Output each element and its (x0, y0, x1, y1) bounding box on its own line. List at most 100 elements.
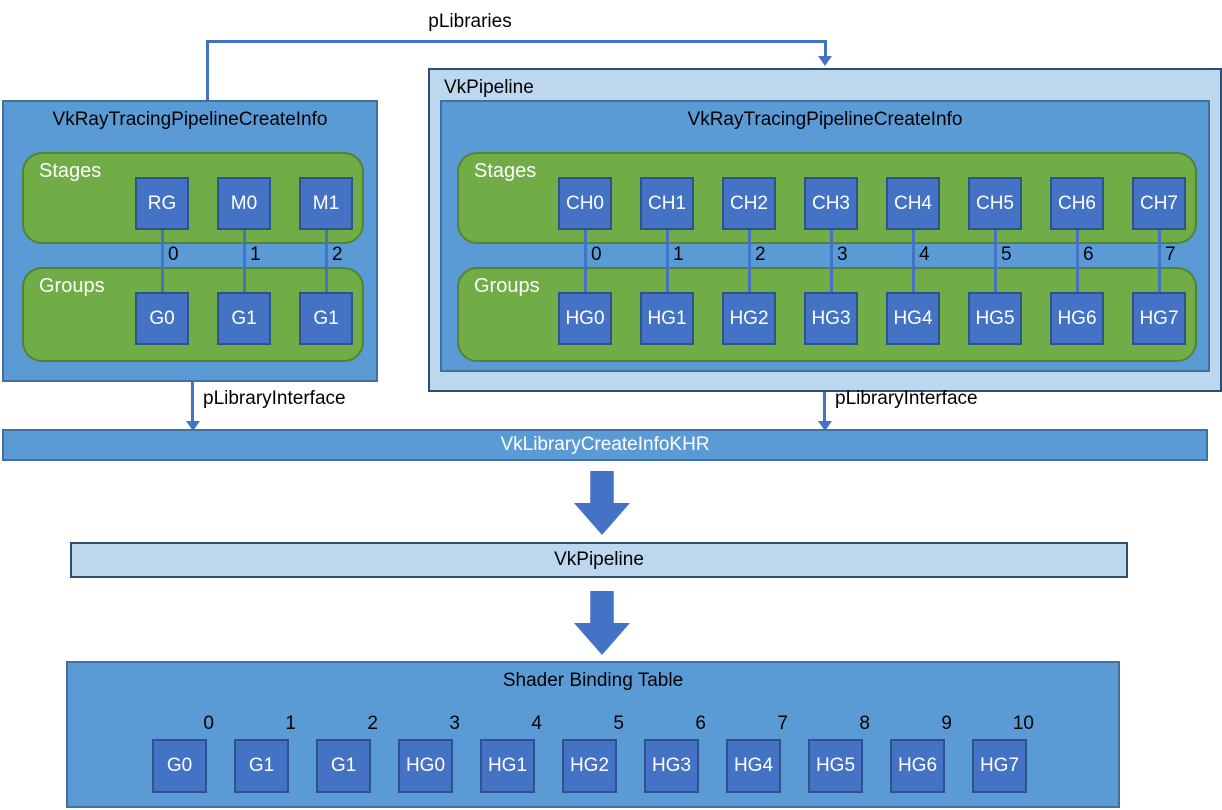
sbt-cell-square: HG0 (398, 739, 453, 793)
group-square-label: HG7 (1139, 307, 1179, 329)
stage-group-connector: 1 (217, 230, 271, 292)
library-box-title: VkRayTracingPipelineCreateInfo (52, 109, 328, 130)
stage-square-label: M0 (230, 192, 258, 214)
stage-group-connector: 1 (640, 230, 694, 292)
sbt-cell-square: HG7 (972, 739, 1027, 793)
stage-square: CH2 (722, 177, 776, 230)
sbt-cell-index: 7 (777, 713, 788, 734)
sbt-cell-index: 1 (285, 713, 296, 734)
pipeline-interface-label: pLibraryInterface (835, 388, 978, 409)
plibraries-label: pLibraries (428, 11, 512, 32)
pipeline-result-label: VkPipeline (554, 549, 644, 570)
group-index-label: 6 (1083, 244, 1094, 265)
stage-group-connector: 6 (1050, 230, 1104, 292)
sbt-cell-index: 10 (1012, 713, 1034, 734)
sbt-cell-square: G1 (234, 739, 289, 793)
stage-square: CH5 (968, 177, 1022, 230)
shader-column: M1 2 G1 (299, 177, 353, 345)
down-block-arrow-icon (574, 471, 630, 535)
sbt-cell-label: HG2 (569, 755, 610, 776)
stage-square-label: CH3 (811, 192, 850, 214)
group-index-label: 2 (755, 244, 766, 265)
shader-column: RG 0 G0 (135, 177, 189, 345)
connector-line (160, 230, 164, 292)
stage-square-label: CH2 (729, 192, 768, 214)
library-interface-arrow-line (191, 382, 194, 423)
sbt-cell-index: 5 (613, 713, 624, 734)
sbt-cell-label: G1 (248, 755, 275, 776)
stage-group-connector: 3 (804, 230, 858, 292)
shader-column: CH0 0 HG0 (558, 177, 612, 345)
group-square-label: HG6 (1057, 307, 1097, 329)
sbt-cell: 4 HG1 (480, 713, 542, 793)
group-index-label: 4 (919, 244, 930, 265)
sbt-cell: 7 HG4 (726, 713, 788, 793)
group-square: HG2 (722, 292, 776, 345)
sbt-cell-square: HG4 (726, 739, 781, 793)
group-square-label: G1 (231, 307, 257, 329)
connector-line (665, 230, 669, 292)
stage-group-connector: 5 (968, 230, 1022, 292)
pipeline-interface-arrow-line (823, 392, 826, 423)
group-square-label: HG1 (647, 307, 687, 329)
group-index-label: 0 (168, 244, 179, 265)
library-createinfo-khr-bar: VkLibraryCreateInfoKHR (2, 429, 1208, 461)
pipeline-container-box: VkPipeline VkRayTracingPipelineCreateInf… (428, 68, 1222, 392)
sbt-cell-label: HG4 (733, 755, 774, 776)
stage-square-label: CH6 (1057, 192, 1096, 214)
sbt-cell: 0 G0 (152, 713, 214, 793)
stage-square-label: CH7 (1139, 192, 1178, 214)
sbt-cell-index: 0 (203, 713, 214, 734)
connector-line (747, 230, 751, 292)
library-stages-label: Stages (39, 160, 102, 182)
stage-square-label: CH0 (565, 192, 604, 214)
sbt-cell-label: HG3 (651, 755, 692, 776)
sbt-cell-index: 6 (695, 713, 706, 734)
group-square: G1 (299, 292, 353, 345)
group-square: HG7 (1132, 292, 1186, 345)
pipeline-stages-label: Stages (474, 160, 537, 182)
sbt-cell: 10 HG7 (972, 713, 1034, 793)
plibraries-connector-right-segment (824, 40, 827, 57)
sbt-cell: 8 HG5 (808, 713, 870, 793)
pipeline-createinfo-title: VkRayTracingPipelineCreateInfo (687, 109, 963, 130)
plibraries-connector-horizontal-segment (206, 40, 827, 43)
sbt-cell-label: HG5 (815, 755, 856, 776)
sbt-cell-square: G1 (316, 739, 371, 793)
shader-binding-table-cells: 0 G0 1 G1 2 G1 3 HG0 4 (152, 713, 1034, 793)
group-square-label: G1 (313, 307, 339, 329)
library-interface-label: pLibraryInterface (203, 388, 346, 409)
connector-line (1157, 230, 1161, 292)
library-interface-arrowhead-icon (186, 421, 200, 431)
group-index-label: 7 (1165, 244, 1176, 265)
pipeline-createinfo-box: VkRayTracingPipelineCreateInfo Stages Gr… (440, 100, 1210, 372)
connector-line (583, 230, 587, 292)
shader-column: CH3 3 HG3 (804, 177, 858, 345)
group-square: HG5 (968, 292, 1022, 345)
group-square-label: HG3 (811, 307, 851, 329)
library-createinfo-khr-label: VkLibraryCreateInfoKHR (500, 434, 710, 455)
stage-square: CH3 (804, 177, 858, 230)
group-index-label: 1 (250, 244, 261, 265)
stage-square-label: RG (147, 192, 177, 214)
shader-column: M0 1 G1 (217, 177, 271, 345)
sbt-cell-label: HG0 (405, 755, 446, 776)
sbt-cell-index: 4 (531, 713, 542, 734)
stage-square: CH6 (1050, 177, 1104, 230)
sbt-cell-square: HG3 (644, 739, 699, 793)
sbt-cell: 1 G1 (234, 713, 296, 793)
library-shader-columns: RG 0 G0 M0 1 G1 (135, 177, 353, 345)
shader-column: CH4 4 HG4 (886, 177, 940, 345)
stage-square-label: CH4 (893, 192, 932, 214)
sbt-cell-label: G0 (166, 755, 193, 776)
connector-line (993, 230, 997, 292)
group-square: G0 (135, 292, 189, 345)
stage-square: CH1 (640, 177, 694, 230)
sbt-cell-label: HG7 (979, 755, 1020, 776)
stage-group-connector: 7 (1132, 230, 1186, 292)
group-square: HG0 (558, 292, 612, 345)
shader-column: CH6 6 HG6 (1050, 177, 1104, 345)
stage-square-label: M1 (312, 192, 340, 214)
stage-group-connector: 4 (886, 230, 940, 292)
sbt-cell-square: HG2 (562, 739, 617, 793)
